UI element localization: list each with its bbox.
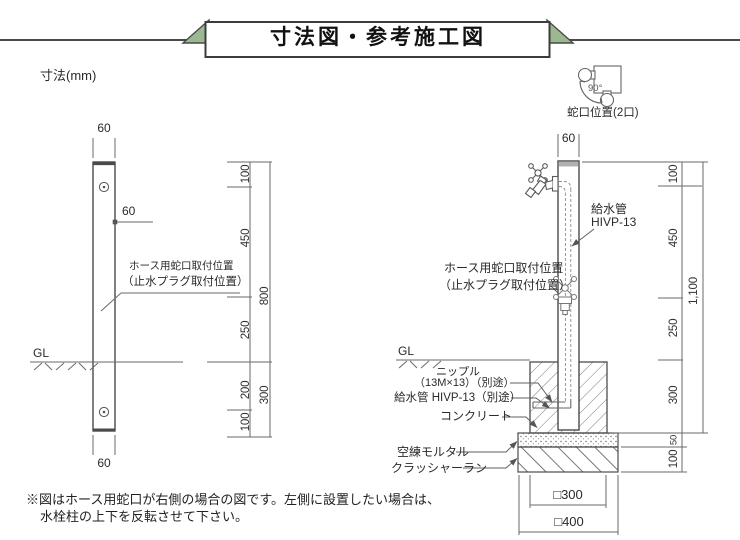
rv-dim-300: 300 — [668, 385, 680, 405]
rv-nipple-line1: ニップル — [436, 366, 480, 378]
rv-callout-line2: （止水プラグ取付位置） — [439, 278, 572, 292]
rv-mortar-label: 空練モルタル — [397, 445, 470, 459]
footnote-line1: ※図はホース用蛇口が右側の場合の図です。左側に設置したい場合は、 — [26, 492, 441, 507]
lv-dim-100a: 100 — [240, 164, 252, 184]
supply-leader — [511, 397, 550, 409]
rv-dim-50: 50 — [668, 434, 680, 446]
rv-pipe-label-line2: HIVP-13 — [591, 215, 637, 229]
right-leader-lines — [456, 228, 595, 469]
legend-caption: 蛇口位置(2口) — [567, 107, 639, 119]
crusher-leader — [463, 458, 518, 469]
mortar-layer — [517, 432, 619, 448]
lv-dim-width-top: 60 — [97, 121, 111, 135]
concrete-leader — [502, 416, 538, 428]
rv-nipple-line2: （13M×13）（別途） — [414, 377, 515, 389]
callout-leader — [550, 285, 560, 295]
rv-dim-width-top: 60 — [561, 131, 576, 145]
rv-pipe-label-line1: 給水管 — [591, 202, 628, 216]
post-cap — [559, 162, 578, 167]
crusher-run-layer — [517, 446, 619, 473]
right-dimension-lines — [518, 134, 708, 535]
lv-callout-line1: ホース用蛇口取付位置 — [129, 260, 234, 272]
rv-dim-base-outer: □400 — [554, 514, 584, 529]
right-ground-line — [396, 359, 530, 369]
lv-dim-800: 800 — [259, 286, 271, 306]
mortar-leader — [456, 441, 518, 453]
faucet-hole-bottom — [98, 406, 110, 418]
pipe-label-leader — [571, 228, 595, 247]
page-title: 寸法図・参考施工図 — [270, 26, 486, 49]
rv-concrete-label: コンクリート — [440, 409, 513, 423]
stop-valve — [553, 276, 577, 315]
rv-dim-100b: 100 — [668, 449, 680, 469]
hose-faucet — [524, 163, 559, 199]
faucet-hole-top — [98, 181, 110, 193]
left-ground-line — [30, 361, 250, 371]
rv-dim-base-inner: □300 — [553, 487, 583, 502]
rv-dim-250: 250 — [668, 318, 680, 338]
lv-dim-300: 300 — [259, 385, 271, 405]
nipple-leader — [510, 382, 553, 403]
left-post — [92, 161, 116, 432]
lv-dim-100b: 100 — [240, 412, 252, 432]
unit-label: 寸法(mm) — [40, 68, 97, 83]
foundation — [517, 361, 619, 473]
rv-dim-total: 1,100 — [688, 277, 700, 305]
rv-dim-100a: 100 — [668, 164, 680, 184]
lv-dim-250: 250 — [240, 320, 252, 340]
lv-dim-faucet-offset: 60 — [122, 204, 136, 218]
rv-crusher-label: クラッシャーラン — [391, 461, 488, 475]
title-ribbon — [0, 18, 740, 58]
ribbon-fold-right — [546, 18, 575, 44]
footnote-line2: 水栓柱の上下を反転させて下さい。 — [40, 509, 249, 524]
rv-supply-label: 給水管 HIVP-13（別途） — [394, 392, 522, 404]
rv-callout-line1: ホース用蛇口取付位置 — [444, 261, 564, 275]
legend-angle-label: 90° — [588, 83, 603, 94]
lv-dim-width-bottom: 60 — [97, 456, 111, 470]
left-dimension-lines — [92, 138, 272, 455]
lv-callout-line2: （止水プラグ取付位置） — [122, 276, 249, 288]
title-banner-box — [204, 21, 551, 58]
lv-dim-200: 200 — [240, 380, 252, 400]
rv-gl-label: GL — [398, 344, 415, 358]
lv-dim-450: 450 — [240, 228, 252, 248]
rv-dim-450: 450 — [668, 228, 680, 248]
faucet-plan-icon — [577, 65, 622, 108]
lv-gl-label: GL — [33, 346, 50, 360]
